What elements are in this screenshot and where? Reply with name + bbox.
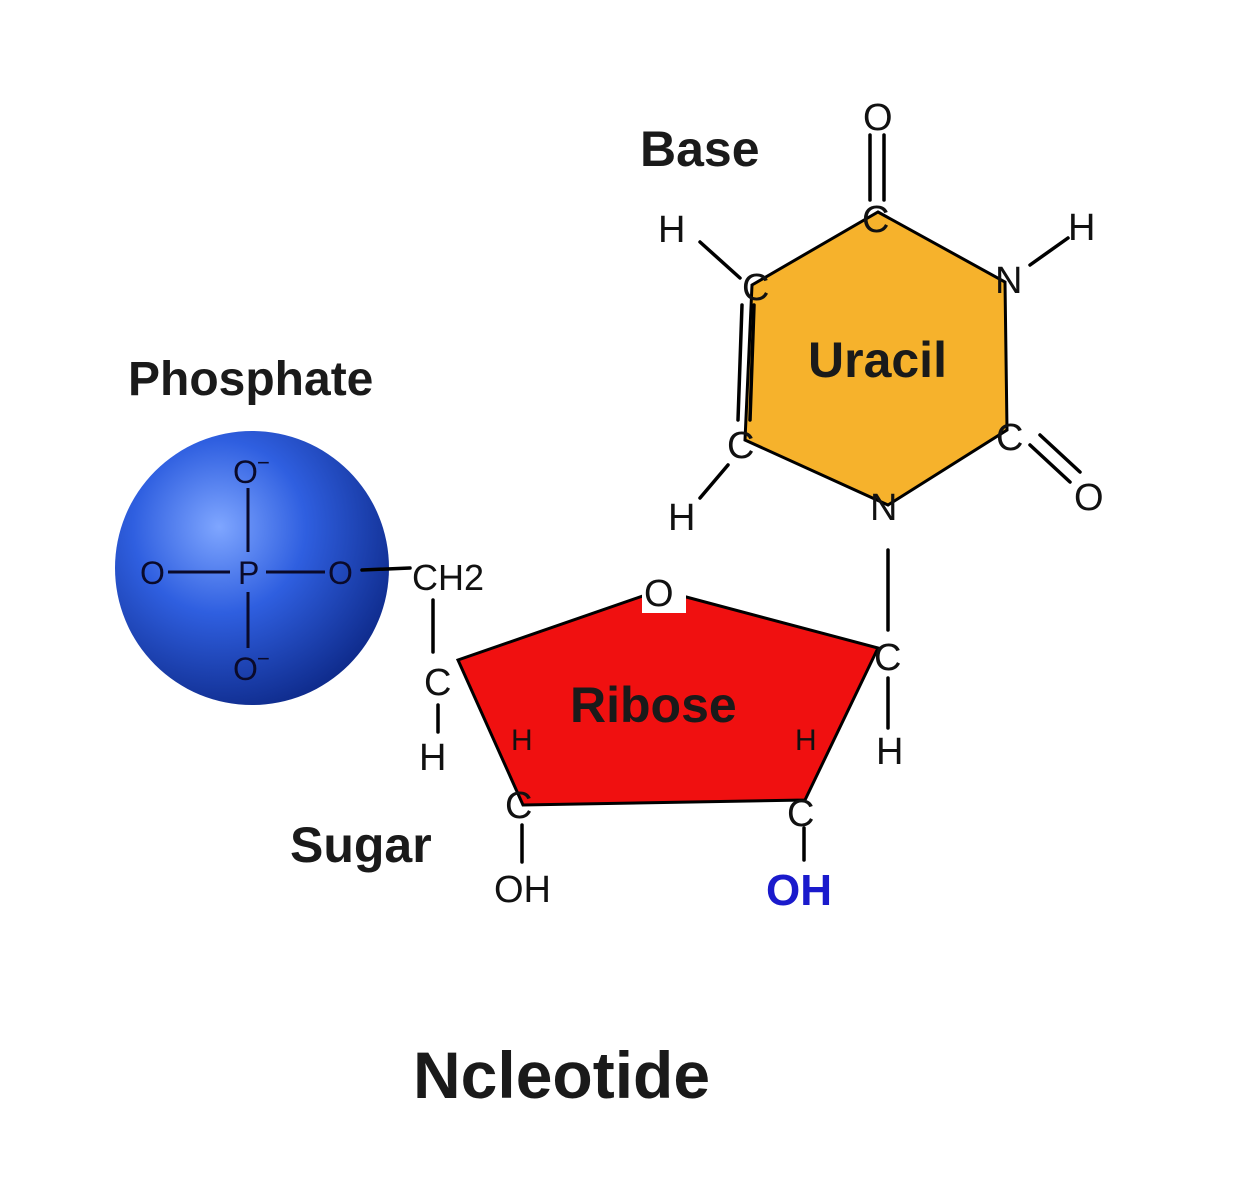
atom-c3: C — [787, 793, 814, 835]
atom-o-top: O — [863, 97, 893, 139]
bond-c-c-left-1 — [736, 303, 744, 422]
atom-oh-c2: OH — [494, 869, 551, 911]
atom-p-o-bottom: O — [233, 651, 258, 687]
ribose-ring — [455, 588, 881, 807]
atom-h-c2: H — [511, 724, 533, 757]
bond-o-ch2 — [360, 566, 412, 572]
atom-c-top: C — [862, 199, 889, 241]
atom-c2: C — [505, 785, 532, 827]
base-label: Base — [640, 121, 760, 177]
atom-p-o-bottom-charge: − — [257, 646, 270, 671]
atom-p-o-right: O — [328, 555, 353, 591]
phosphate-sphere — [115, 431, 389, 705]
diagram-title: Ncleotide — [413, 1038, 710, 1112]
atom-c-right: C — [996, 417, 1023, 459]
bond-c-h-top-left — [698, 240, 742, 280]
atom-o-ring: O — [644, 573, 674, 615]
atom-n-right: N — [995, 260, 1022, 302]
uracil-ring — [743, 210, 1009, 507]
bond-n-h — [1028, 236, 1070, 267]
atom-p-o-top: O — [233, 454, 258, 490]
atom-p-o-top-charge: − — [257, 450, 270, 475]
atom-h-n: H — [1068, 207, 1095, 249]
uracil-label: Uracil — [808, 332, 947, 388]
atom-c-left-top: C — [742, 267, 769, 309]
sugar-label: Sugar — [290, 817, 432, 873]
atom-c4: C — [424, 662, 451, 704]
atom-c-left-bottom: C — [727, 425, 754, 467]
bond-c-h-bottom-left — [698, 463, 730, 500]
bond-c-c-left-2 — [748, 303, 756, 422]
atom-p-o-left: O — [140, 555, 165, 591]
atom-p: P — [238, 555, 259, 591]
atom-h-c4: H — [419, 737, 446, 779]
ribose-label: Ribose — [570, 677, 737, 733]
bond-c-o-right-2 — [1038, 433, 1082, 474]
atom-c1: C — [874, 637, 901, 679]
atom-ch2: CH2 — [412, 557, 484, 598]
atom-h-c3: H — [795, 724, 817, 757]
phosphate-label: Phosphate — [128, 353, 373, 406]
atom-oh-c3: OH — [766, 866, 832, 915]
atom-h-c1: H — [876, 731, 903, 773]
atom-h-left-bottom: H — [668, 497, 695, 539]
atom-h-left-top: H — [658, 209, 685, 251]
atom-o-right: O — [1074, 477, 1104, 519]
ring-o-backdrop — [642, 575, 686, 613]
bond-c-o-right-1 — [1028, 443, 1072, 484]
atom-n-bottom: N — [870, 487, 897, 529]
